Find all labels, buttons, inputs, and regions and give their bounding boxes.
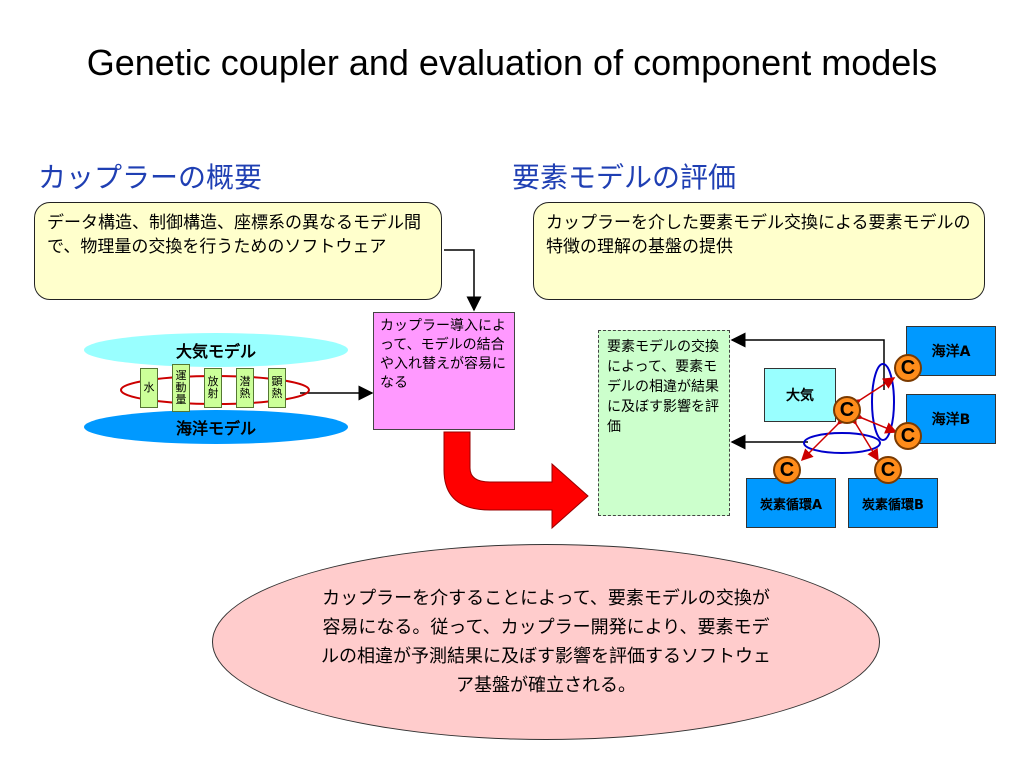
carbon-cycle-a-box: 炭素循環A [746, 478, 836, 528]
evaluation-description-box: カップラーを介した要素モデル交換による要素モデルの特徴の理解の基盤の提供 [533, 202, 985, 300]
coupler-description-box: データ構造、制御構造、座標系の異なるモデル間で、物理量の交換を行うためのソフトウ… [34, 202, 442, 300]
summary-ellipse: カップラーを介することによって、要素モデルの交換が容易になる。従って、カップラー… [212, 544, 880, 740]
coupler-center-circle: C [833, 396, 861, 424]
summary-text: カップラーを介することによって、要素モデルの交換が容易になる。従って、カップラー… [321, 588, 771, 696]
model-evaluation-heading: 要素モデルの評価 [512, 161, 737, 194]
coupler-carbon-a-circle: C [773, 456, 801, 484]
exchange-water: 水 [140, 368, 158, 408]
exchange-sensible-heat: 顕熱 [268, 368, 286, 408]
coupler-ocean-a-circle: C [894, 354, 922, 382]
exchange-radiation: 放射 [204, 368, 222, 408]
coupler-link-d [845, 411, 879, 462]
coupler-link-c [800, 412, 850, 462]
coupler-ocean-b-circle: C [894, 422, 922, 450]
coupler-link-a [847, 377, 896, 411]
slide-title: Genetic coupler and evaluation of compon… [86, 42, 938, 83]
carbon-cycle-b-box: 炭素循環B [848, 478, 938, 528]
ocean-swap-arrow [730, 332, 885, 390]
exchange-latent-heat: 潜熱 [236, 368, 254, 408]
atmosphere-model-box: 大気 [764, 368, 836, 422]
ocean-swap-ellipse [871, 363, 895, 441]
coupler-benefit-box: カップラー導入によって、モデルの結合や入れ替えが容易になる [373, 312, 515, 430]
big-red-arrow [443, 431, 589, 530]
evaluation-note-box: 要素モデルの交換によって、要素モデルの相違が結果に及ぼす影響を評価 [598, 330, 730, 516]
overview-to-pink-arrow [444, 249, 482, 312]
atmosphere-model-disc: 大気モデル [84, 333, 348, 367]
exchange-momentum: 運動量 [172, 364, 190, 412]
ocean-model-disc: 海洋モデル [84, 410, 348, 444]
carbon-swap-ellipse [803, 432, 881, 454]
coupler-overview-heading: カップラーの概要 [38, 161, 263, 194]
coupler-carbon-b-circle: C [874, 456, 902, 484]
